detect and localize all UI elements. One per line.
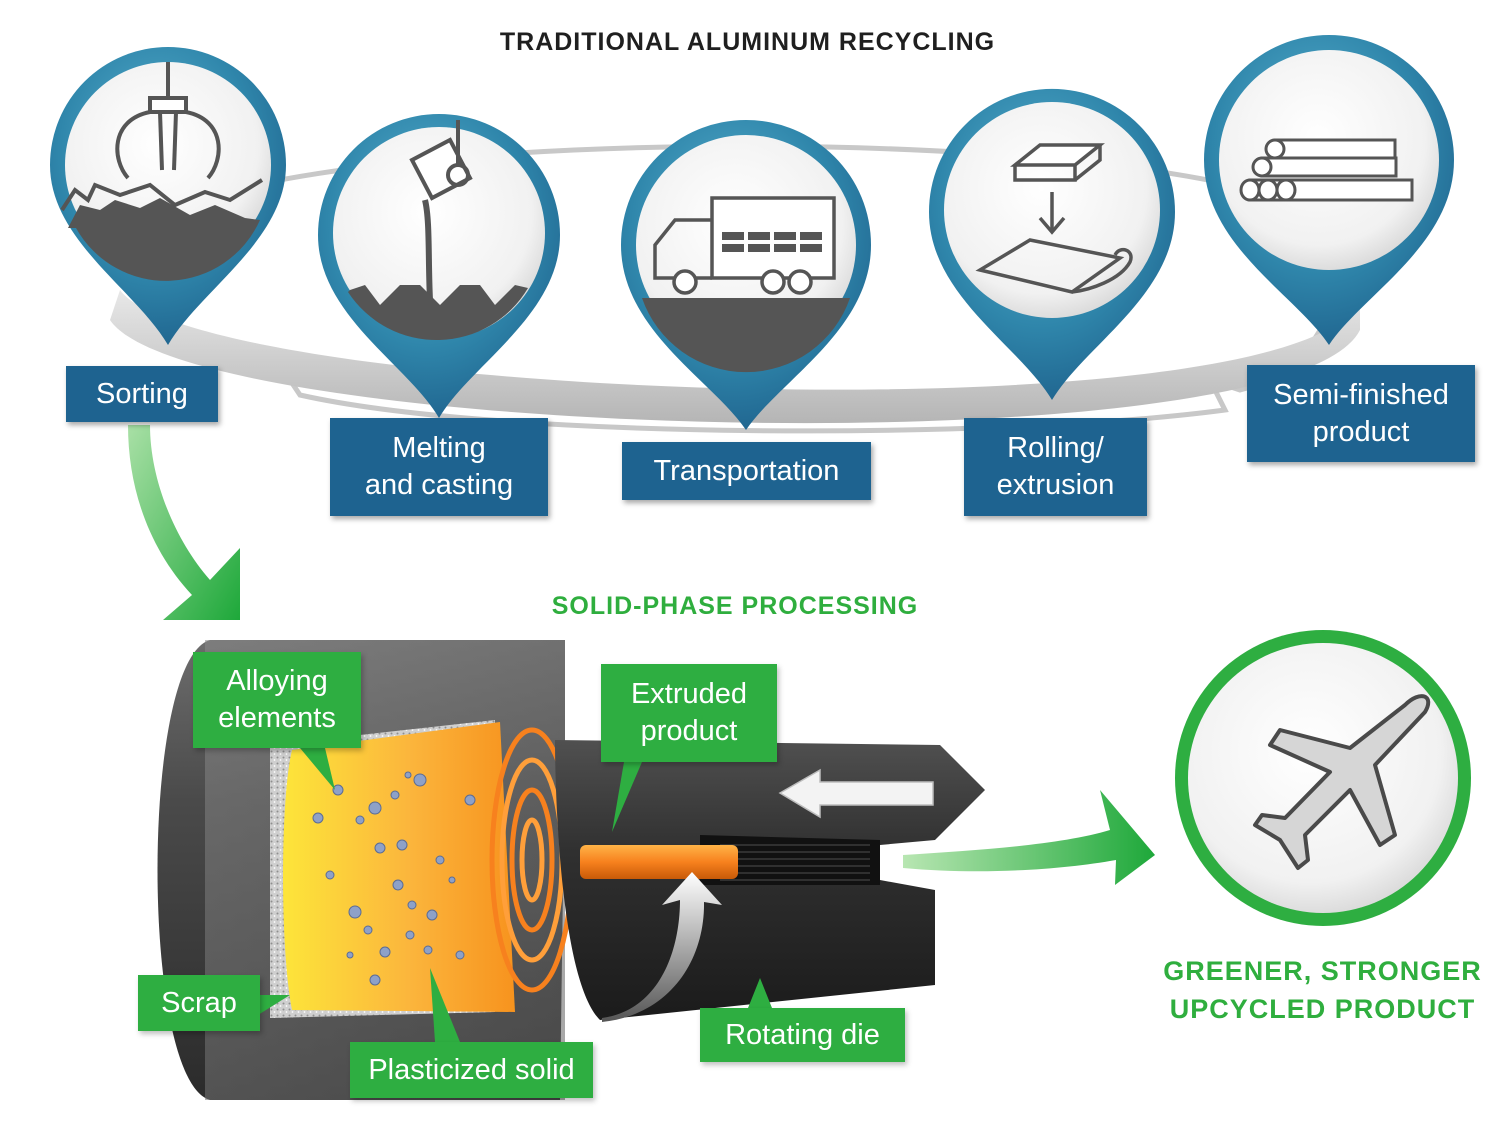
feed-direction-arrow <box>778 768 934 819</box>
rotation-arrow <box>602 872 722 1022</box>
sorting-to-solid-phase-arrow <box>128 425 240 620</box>
step-label-rolling: Rolling/ extrusion <box>964 418 1147 516</box>
extruded-rod <box>580 845 738 879</box>
upcycled-product-badge <box>1175 630 1471 926</box>
claw-crane-scrap-icon <box>60 62 264 212</box>
callout-pointers <box>258 748 772 1042</box>
step-label-melting: Melting and casting <box>330 418 548 516</box>
stacked-pipes-icon <box>1239 138 1414 202</box>
callout-plasticized-solid: Plasticized solid <box>350 1042 593 1098</box>
output-arrow <box>903 790 1155 885</box>
pin-melting <box>318 114 560 418</box>
pin-semi-finished <box>1204 35 1454 345</box>
result-title: GREENER, STRONGER UPCYCLED PRODUCT <box>1163 956 1482 1024</box>
ingot-to-sheet-icon <box>975 143 1133 294</box>
truck-icon <box>653 196 836 295</box>
pin-transportation <box>621 120 871 430</box>
solid-phase-machine <box>157 640 985 1100</box>
callout-extruded-product: Extruded product <box>601 664 777 762</box>
callout-scrap: Scrap <box>138 975 260 1031</box>
airplane-icon <box>1253 694 1431 870</box>
step-label-semi-finished: Semi-finished product <box>1247 365 1475 462</box>
traditional-title: TRADITIONAL ALUMINUM RECYCLING <box>499 28 996 56</box>
callout-alloying-elements: Alloying elements <box>193 652 361 748</box>
callout-rotating-die: Rotating die <box>700 1008 905 1062</box>
step-label-transportation: Transportation <box>622 442 871 500</box>
step-label-sorting: Sorting <box>66 366 218 422</box>
solid-phase-title: SOLID-PHASE PROCESSING <box>551 592 919 620</box>
alloying-element-particles <box>312 771 476 986</box>
pin-rolling <box>929 88 1175 401</box>
pin-sorting <box>49 46 286 345</box>
ladle-pouring-icon <box>409 120 473 301</box>
